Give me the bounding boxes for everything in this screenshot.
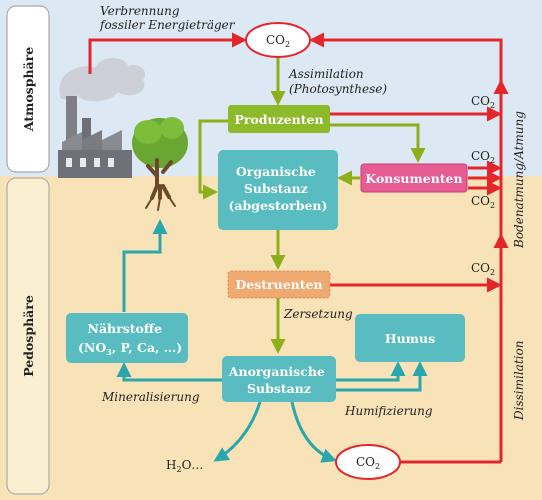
co2-ellipse-bottom	[335, 444, 401, 480]
anorganisch-to-water-arrow	[213, 401, 262, 462]
tree-icon	[132, 117, 188, 211]
water-label: H2O…	[166, 458, 203, 474]
pedosphere-label: Pedosphäre	[21, 295, 36, 377]
humus-box	[355, 314, 465, 362]
factory-icon	[58, 57, 146, 178]
assimilation-label: Assimilation (Photosynthese)	[288, 67, 387, 96]
co2-top-label: CO2	[266, 33, 290, 49]
naehrstoffe-box	[66, 313, 188, 363]
zersetzung-label: Zersetzung	[283, 307, 353, 321]
humifizierung-label: Humifizierung	[344, 404, 433, 418]
dissimilation-label: Dissimilation	[512, 341, 526, 421]
destruenten-label: Destruenten	[235, 277, 322, 292]
combustion-arrow	[88, 32, 247, 74]
produzenten-label: Produzenten	[234, 112, 323, 127]
anorganisch-to-co2-arrow	[290, 401, 337, 463]
konsumenten-label: Konsumenten	[365, 171, 462, 186]
co2-ellipse-top	[245, 22, 311, 58]
anorganic-substance-label: Anorganische Substanz	[228, 364, 329, 396]
atmosphere-label-box	[6, 5, 50, 173]
humifizierung-arrow-1	[336, 361, 406, 382]
produzenten-to-konsumenten-arrow	[330, 123, 426, 163]
naehrstoffe-to-tree-arrow	[122, 219, 168, 312]
humus-label: Humus	[385, 331, 435, 346]
produzenten-to-organic-arrow	[198, 119, 228, 200]
co2-label-konsumenten-bottom: CO2	[471, 194, 495, 210]
organic-substance-box	[218, 150, 338, 230]
co2-bottom-label: CO2	[356, 455, 380, 471]
organic-substance-label: Organische Substanz (abgestorben)	[229, 164, 328, 213]
mineralisierung-label: Mineralisierung	[101, 390, 200, 404]
destruenten-box	[227, 270, 331, 299]
atmosphere-label: Atmosphäre	[21, 47, 36, 132]
produzenten-box	[228, 105, 330, 133]
konsumenten-box	[360, 163, 468, 193]
naehrstoffe-label: Nährstoffe (NO3, P, Ca, …)	[78, 321, 182, 357]
pedosphere-label-box	[6, 177, 50, 495]
return-arrow-co2-top	[309, 32, 503, 462]
co2-label-destruenten: CO2	[471, 261, 495, 277]
humifizierung-arrow-2	[336, 361, 428, 392]
verbrennung-label: Verbrennung fossiler Energieträger	[99, 4, 236, 32]
mineralisierung-arrow	[116, 362, 222, 382]
co2-label-produzenten: CO2	[471, 94, 495, 110]
anorganic-substance-box	[222, 356, 336, 402]
co2-label-konsumenten-top: CO2	[471, 149, 495, 165]
bodenatmung-label: Bodenatmung/Atmung	[512, 111, 526, 249]
